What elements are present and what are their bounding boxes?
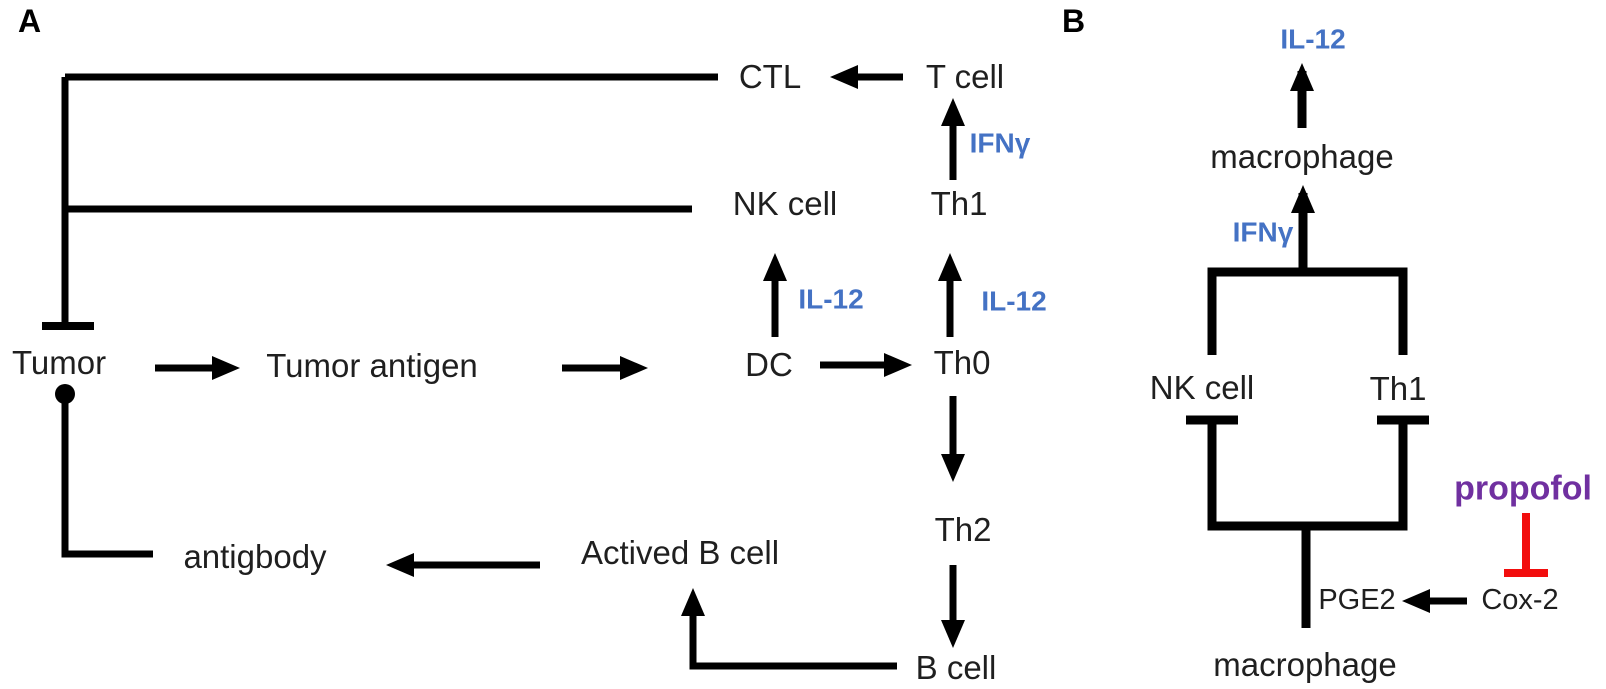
node-dc: DC xyxy=(745,345,793,383)
node-th1-a: Th1 xyxy=(930,184,988,222)
node-t-cell: T cell xyxy=(925,57,1005,95)
node-th2: Th2 xyxy=(934,510,992,548)
node-nk-cell-b: NK cell xyxy=(1149,368,1255,406)
a-arrow-bcell-to-activatedb xyxy=(681,588,897,670)
node-ctl: CTL xyxy=(738,57,802,95)
node-macrophage-bottom: macrophage xyxy=(1213,645,1397,683)
panel-a-label: A xyxy=(18,3,42,39)
node-th1-b: Th1 xyxy=(1369,369,1427,407)
label-il12-nk: IL-12 xyxy=(798,283,864,315)
b-propofol-inhibition-tbar xyxy=(1504,513,1548,577)
label-ifn-gamma-b: IFNγ xyxy=(1232,216,1294,248)
b-top-bracket xyxy=(1207,267,1408,355)
label-il12-b: IL-12 xyxy=(1280,23,1346,55)
node-pge2: PGE2 xyxy=(1318,584,1396,617)
label-ifn-gamma-a: IFNγ xyxy=(969,127,1031,159)
node-macrophage-top: macrophage xyxy=(1210,137,1394,175)
node-cox2: Cox-2 xyxy=(1481,584,1559,617)
node-th0: Th0 xyxy=(933,343,991,381)
label-propofol: propofol xyxy=(1454,469,1592,508)
node-tumor: Tumor xyxy=(11,343,107,381)
a-antibody-tumor-dot xyxy=(55,384,75,404)
node-nk-cell-a: NK cell xyxy=(732,184,838,222)
b-bottom-bracket xyxy=(1207,420,1408,531)
node-antibody: antigbody xyxy=(183,537,327,575)
panel-b-label: B xyxy=(1062,3,1086,39)
node-b-cell: B cell xyxy=(915,648,997,686)
label-il12-th: IL-12 xyxy=(981,285,1047,317)
node-tumor-antigen: Tumor antigen xyxy=(266,346,478,384)
a-line-antibody-to-tumor xyxy=(61,399,153,558)
node-activated-b-cell: Actived B cell xyxy=(580,533,780,571)
